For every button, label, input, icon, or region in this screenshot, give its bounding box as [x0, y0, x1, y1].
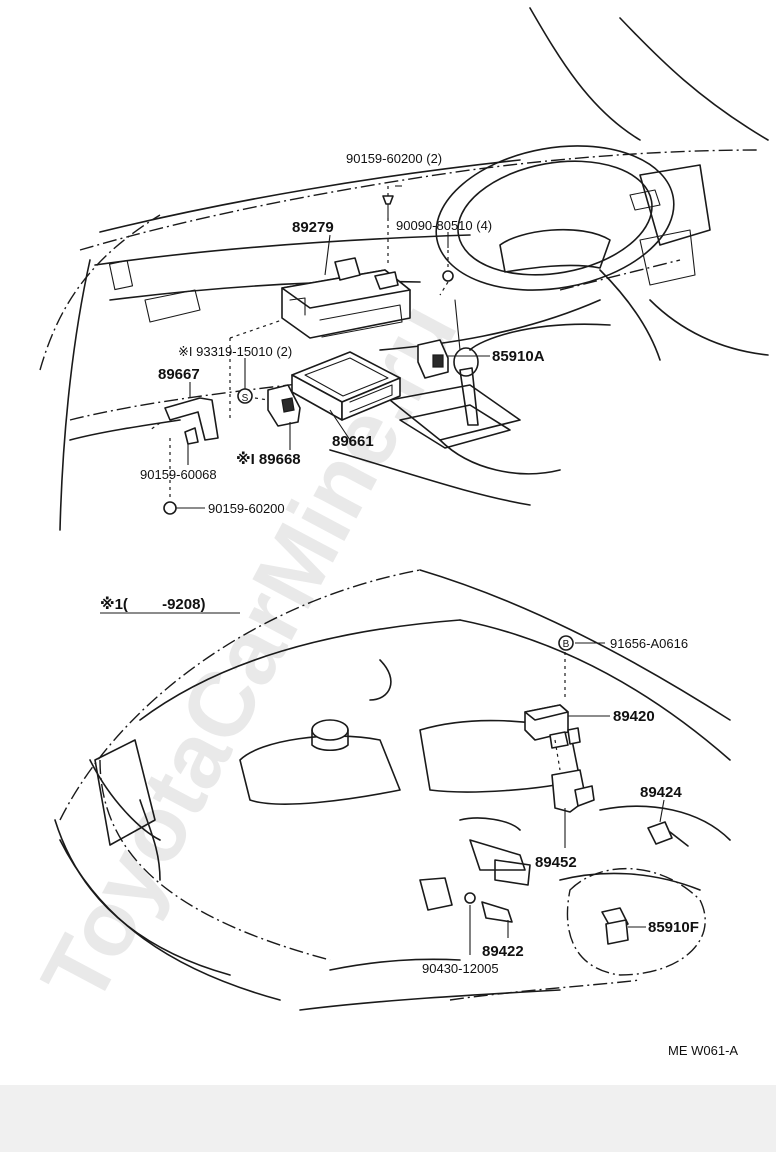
- callout-bolt-engine: 91656-A0616: [610, 636, 688, 651]
- callout-bolt-bracket: 90159-60068: [140, 467, 217, 482]
- vsv-89420-drawing: [524, 704, 581, 749]
- callout-bracket-engine: 89452: [535, 854, 577, 871]
- engine-bay-illustration: [54, 569, 731, 1011]
- s-marker-circle: [237, 388, 253, 404]
- s-marker: S: [242, 393, 249, 404]
- callout-temp-sensor: 89424: [640, 784, 682, 801]
- parts-diagram-sheet: ToyotaCarMine.ru: [0, 0, 776, 1085]
- page-footer-area: [0, 1085, 776, 1152]
- callout-labels: 90159-60200 (2) 89279 90090-80510 (4) ※I…: [140, 151, 699, 976]
- parts-diagram: ToyotaCarMine.ru: [23, 7, 769, 1058]
- section-note: ※1( -9208): [100, 595, 205, 613]
- callout-relay-shift: 85910A: [492, 348, 545, 365]
- dashboard-illustration: [39, 7, 769, 531]
- callout-bolt-ecu-note: ※I 93319-15010 (2): [178, 344, 292, 359]
- callout-relay-f: 85910F: [648, 919, 699, 936]
- callout-bracket: 89667: [158, 366, 200, 383]
- bracket-89667-drawing: [164, 397, 219, 445]
- ecu-89661-drawing: [291, 351, 401, 421]
- bracket-89668-drawing: [267, 384, 301, 427]
- callout-sensor-water: 89422: [482, 943, 524, 960]
- ecu-89279-drawing: [281, 257, 411, 339]
- relay-85910F-drawing: [601, 907, 629, 945]
- leader-lines: [176, 185, 665, 955]
- callout-ecu-upper: 89279: [292, 219, 334, 236]
- callout-bracket-note: ※I 89668: [236, 450, 301, 468]
- sensor-89424-drawing: [647, 821, 689, 847]
- callout-screw-upper: 90090-80510 (4): [396, 218, 492, 233]
- callout-bolt-top: 90159-60200 (2): [346, 151, 442, 166]
- callout-vsv: 89420: [613, 708, 655, 725]
- b-marker-circle: [558, 635, 574, 651]
- relay-85910A-drawing: [417, 339, 449, 379]
- callout-ecu-lower: 89661: [332, 433, 374, 450]
- bracket-89452-drawing: [551, 769, 595, 813]
- callout-bolt-lower: 90159-60200: [208, 501, 285, 516]
- b-marker: B: [563, 639, 570, 650]
- callout-gasket: 90430-12005: [422, 961, 499, 976]
- diagram-code: ME W061-A: [668, 1043, 738, 1058]
- sensor-89422-drawing: [464, 892, 513, 923]
